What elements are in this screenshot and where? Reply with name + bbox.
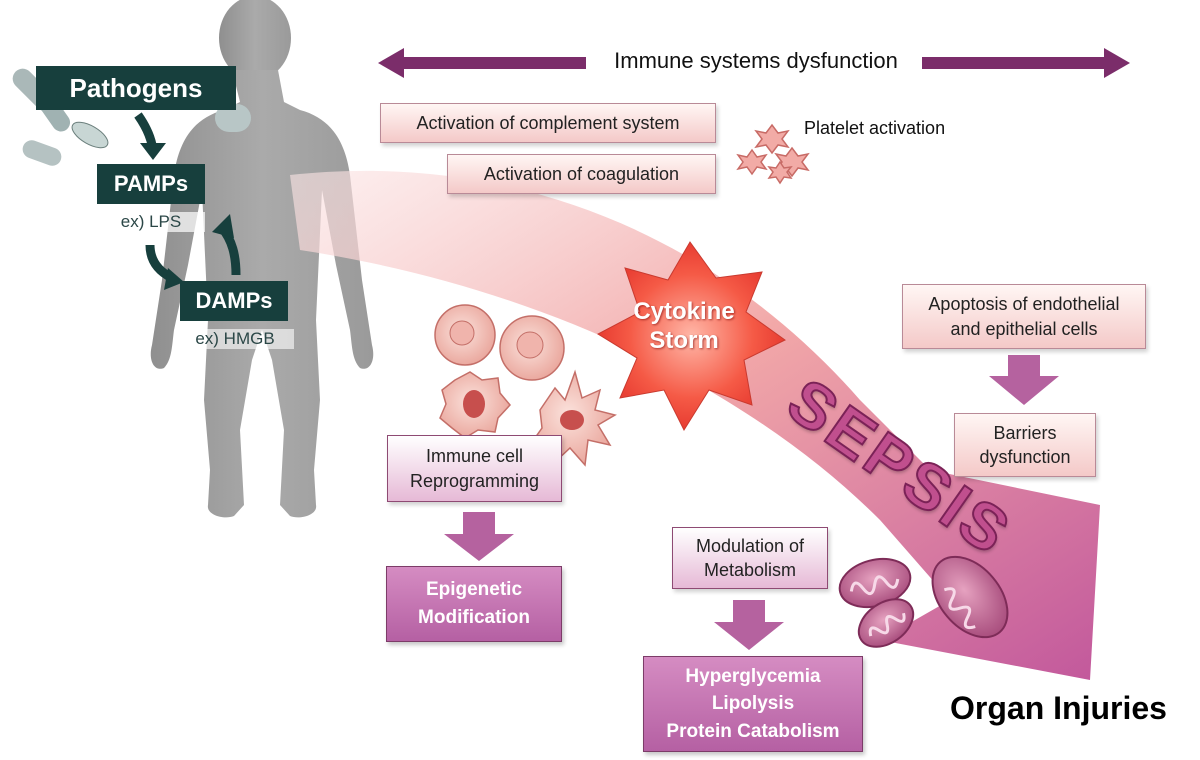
immune-dysfunction-label: Immune systems dysfunction (596, 48, 916, 74)
cytokine-storm-burst (596, 241, 786, 432)
immune-cells-icon (434, 304, 617, 467)
cytokine-storm-label: Cytokine Storm (633, 298, 735, 354)
pamps-box: PAMPs (97, 164, 205, 204)
metabolic-effects-box: Hyperglycemia Lipolysis Protein Cataboli… (643, 656, 863, 752)
damps-example: ex) HMGB (176, 329, 294, 349)
platelet-activation-label: Platelet activation (804, 118, 946, 138)
damps-box: DAMPs (180, 281, 288, 321)
immune-dysfunction-arrow (378, 48, 1130, 78)
organ-injuries-label: Organ Injuries (950, 690, 1167, 726)
pamps-example: ex) LPS (97, 212, 205, 232)
mitochondria-icon (838, 555, 1009, 648)
coagulation-activation-box: Activation of coagulation (447, 154, 716, 194)
pathogens-box: Pathogens (36, 66, 236, 110)
trigger-arrowheads (140, 143, 234, 290)
metabolism-modulation-box: Modulation of Metabolism (672, 527, 828, 589)
down-arrows (444, 355, 1059, 650)
complement-activation-box: Activation of complement system (380, 103, 716, 143)
platelet-icon (736, 123, 810, 185)
epigenetic-modification-box: Epigenetic Modification (386, 566, 562, 642)
apoptosis-box: Apoptosis of endothelial and epithelial … (902, 284, 1146, 349)
barriers-dysfunction-box: Barriers dysfunction (954, 413, 1096, 477)
immune-reprogramming-box: Immune cell Reprogramming (387, 435, 562, 502)
